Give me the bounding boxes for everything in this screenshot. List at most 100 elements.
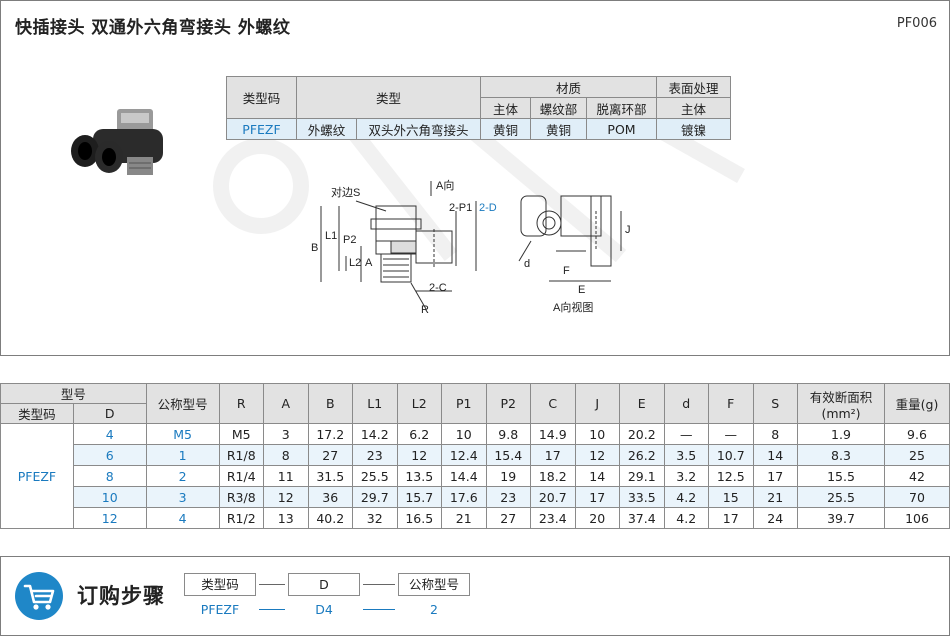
header-d: D <box>72 403 147 424</box>
cell-dim: R1/4 <box>218 465 264 487</box>
product-info-panel: 快插接头 双通外六角弯接头 外螺纹 PF006 类型码 类型 材质 表面处理 <box>0 0 950 356</box>
cell-dim: 29.1 <box>619 465 665 487</box>
spec-header-body: 主体 <box>480 97 531 119</box>
drawing-2p1: 2-P1 <box>449 202 472 214</box>
drawing-view-label: A向视图 <box>553 300 593 314</box>
cell-dim: 17 <box>530 444 576 466</box>
cell-dim: 27 <box>307 444 353 466</box>
cell-area: 1.9 <box>797 423 885 445</box>
product-photo <box>71 109 163 175</box>
drawing-a-dir: A向 <box>436 178 454 192</box>
cell-dim: 24 <box>752 507 798 529</box>
cell-dim: R1/8 <box>218 444 264 466</box>
cell-dim: 3.5 <box>663 444 709 466</box>
spec-header-type: 类型 <box>296 76 481 119</box>
header-p1: P1 <box>441 383 487 424</box>
cell-weight: 9.6 <box>884 423 950 445</box>
cell-area: 25.5 <box>797 486 885 508</box>
drawing-r: R <box>421 304 429 316</box>
cell-dim: 21 <box>752 486 798 508</box>
header-b: B <box>307 383 353 424</box>
cell-dim: 6.2 <box>396 423 442 445</box>
cell-dim: 15.4 <box>485 444 531 466</box>
cart-badge <box>15 572 63 620</box>
spec-header-thread: 螺纹部 <box>530 97 587 119</box>
cell-dim: — <box>708 423 754 445</box>
cell-dim: 10.7 <box>708 444 754 466</box>
header-d-small: d <box>663 383 709 424</box>
cell-dim: M5 <box>218 423 264 445</box>
cell-dim: 23 <box>352 444 398 466</box>
cell-dim: 8 <box>263 444 309 466</box>
cell-dim: 29.7 <box>352 486 398 508</box>
cell-area: 15.5 <box>797 465 885 487</box>
spec-table: 类型码 类型 材质 表面处理 主体 螺纹部 脱离环部 主体 PFEZF 外螺纹 … <box>226 76 731 140</box>
cell-dim: 14 <box>574 465 620 487</box>
header-f: F <box>708 383 754 424</box>
step-nominal: 公称型号 <box>398 573 470 596</box>
header-e: E <box>619 383 665 424</box>
order-title: 订购步骤 <box>77 584 165 608</box>
cell-dim: 40.2 <box>307 507 353 529</box>
shopping-cart-icon <box>23 584 55 610</box>
spec-header-material: 材质 <box>480 76 657 98</box>
header-p2: P2 <box>485 383 531 424</box>
cell-dim: 12.5 <box>708 465 754 487</box>
cell-dim: 17.6 <box>441 486 487 508</box>
cell-d: 8 <box>72 465 147 487</box>
header-type-code: 类型码 <box>0 403 74 424</box>
cell-dim: 23 <box>485 486 531 508</box>
cell-area: 8.3 <box>797 444 885 466</box>
cell-nominal: 1 <box>145 444 220 466</box>
cell-weight: 106 <box>884 507 950 529</box>
cell-dim: 10 <box>441 423 487 445</box>
drawing-d: d <box>524 258 530 270</box>
cell-d: 12 <box>72 507 147 529</box>
cell-dim: 15 <box>708 486 754 508</box>
cell-dim: 17.2 <box>307 423 353 445</box>
header-area-label: 有效断面积 <box>809 389 873 405</box>
header-s: S <box>752 383 798 424</box>
cell-dim: R3/8 <box>218 486 264 508</box>
header-j: J <box>574 383 620 424</box>
header-area-unit: (mm²) <box>821 405 861 421</box>
drawing-l2: L2 <box>349 257 361 269</box>
cell-dim: 17 <box>574 486 620 508</box>
spec-release: POM <box>586 118 657 140</box>
cell-dim: 23.4 <box>530 507 576 529</box>
header-model: 型号 <box>0 383 147 404</box>
cell-weight: 42 <box>884 465 950 487</box>
drawing-a: A <box>365 257 373 269</box>
cell-weight: 70 <box>884 486 950 508</box>
cell-dim: 4.2 <box>663 507 709 529</box>
cell-area: 39.7 <box>797 507 885 529</box>
cell-dim: 26.2 <box>619 444 665 466</box>
spec-body: 黄铜 <box>480 118 531 140</box>
cell-type-code: PFEZF <box>0 423 74 529</box>
cell-dim: 14 <box>752 444 798 466</box>
cell-dim: 9.8 <box>485 423 531 445</box>
cell-dim: 13 <box>263 507 309 529</box>
cell-dim: 3.2 <box>663 465 709 487</box>
dimension-table: 型号 公称型号 R A B L1 L2 P1 P2 C J E d F S 有效… <box>0 383 950 529</box>
cell-dim: — <box>663 423 709 445</box>
example-nominal: 2 <box>430 602 438 617</box>
example-connector <box>363 609 395 610</box>
cell-dim: 33.5 <box>619 486 665 508</box>
header-l1: L1 <box>352 383 398 424</box>
drawing-hex-label: 对边S <box>331 185 360 199</box>
cell-dim: 20 <box>574 507 620 529</box>
cell-dim: 12.4 <box>441 444 487 466</box>
cell-d: 10 <box>72 486 147 508</box>
cell-nominal: 3 <box>145 486 220 508</box>
cell-dim: 12 <box>263 486 309 508</box>
cell-dim: R1/2 <box>218 507 264 529</box>
cell-nominal: 2 <box>145 465 220 487</box>
spec-thread: 黄铜 <box>530 118 587 140</box>
cell-dim: 12 <box>396 444 442 466</box>
cell-dim: 17 <box>708 507 754 529</box>
cell-dim: 27 <box>485 507 531 529</box>
